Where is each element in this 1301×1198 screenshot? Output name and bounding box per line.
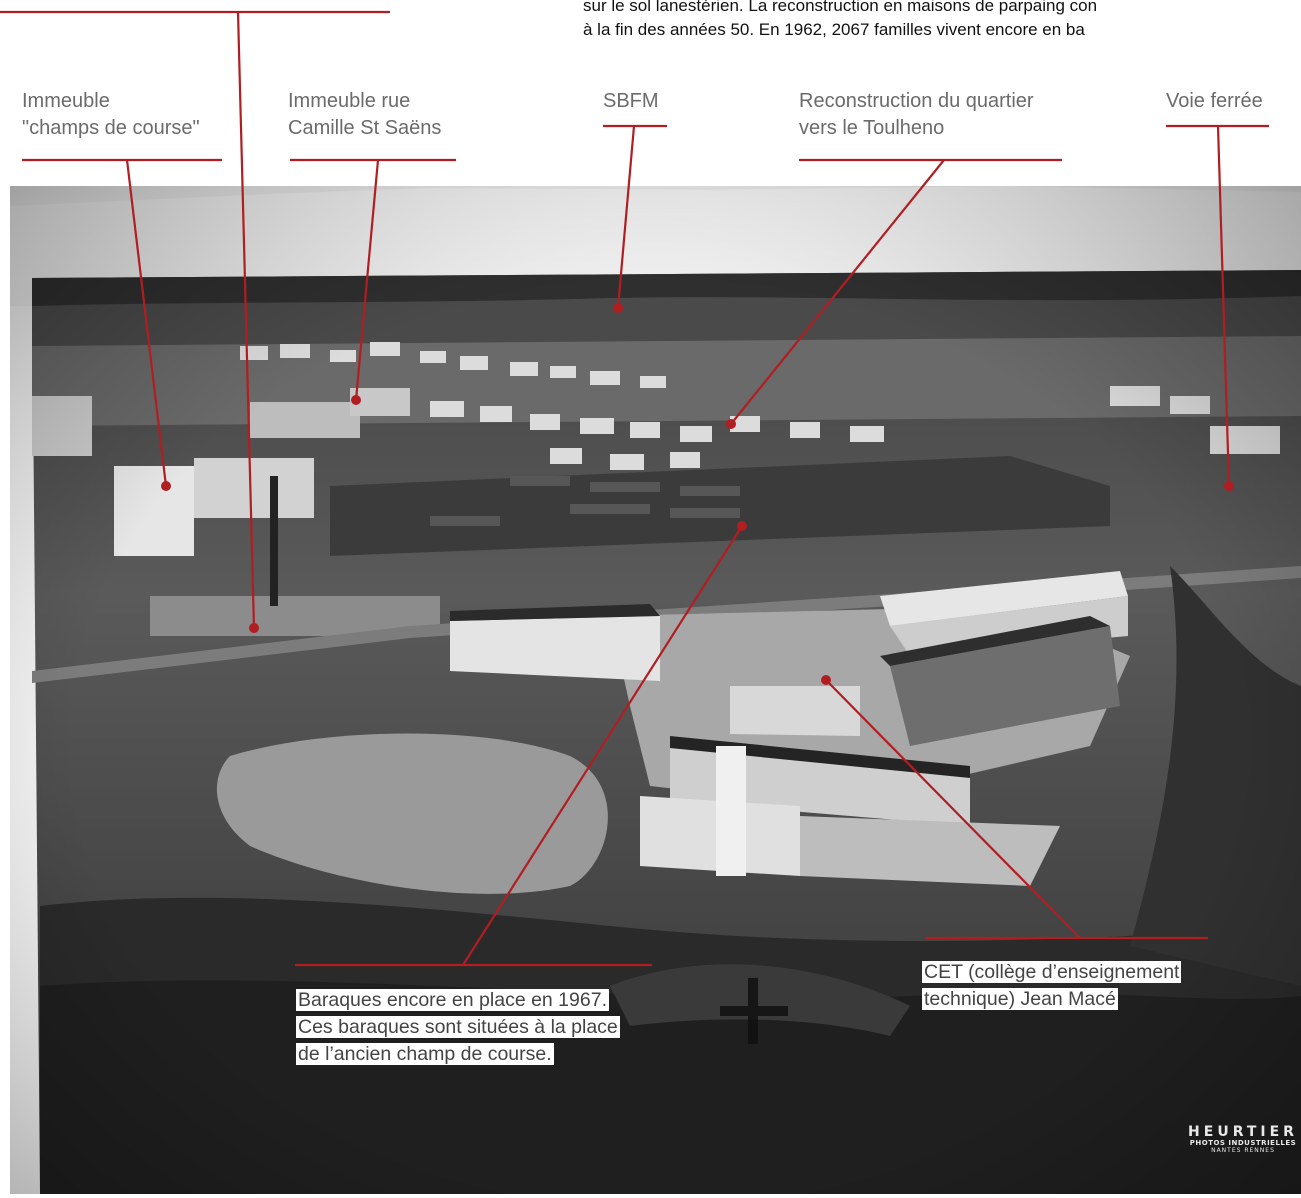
label-sbfm: SBFM <box>603 90 659 112</box>
callout-baraques: Baraques encore en place en 1967. Ces ba… <box>296 989 620 1065</box>
label-reconstruction-toulheno: Reconstruction du quartier vers le Toulh… <box>799 90 1034 139</box>
label-immeuble-camille-st-saens: Immeuble rue Camille St Saëns <box>288 90 442 139</box>
intro-line-2: à la fin des années 50. En 1962, 2067 fa… <box>583 20 1085 39</box>
callout-cet-jean-mace: CET (collège d’enseignement technique) J… <box>922 961 1182 1010</box>
intro-text: sur le sol lanestérien. La reconstructio… <box>583 0 1301 42</box>
label-voie-ferree: Voie ferrée <box>1166 90 1263 112</box>
photographer-watermark: HEURTIER PHOTOS INDUSTRIELLES NANTES REN… <box>1188 1124 1298 1154</box>
intro-line-1: sur le sol lanestérien. La reconstructio… <box>583 0 1098 15</box>
label-immeuble-champs-de-course: Immeuble "champs de course" <box>22 90 200 139</box>
